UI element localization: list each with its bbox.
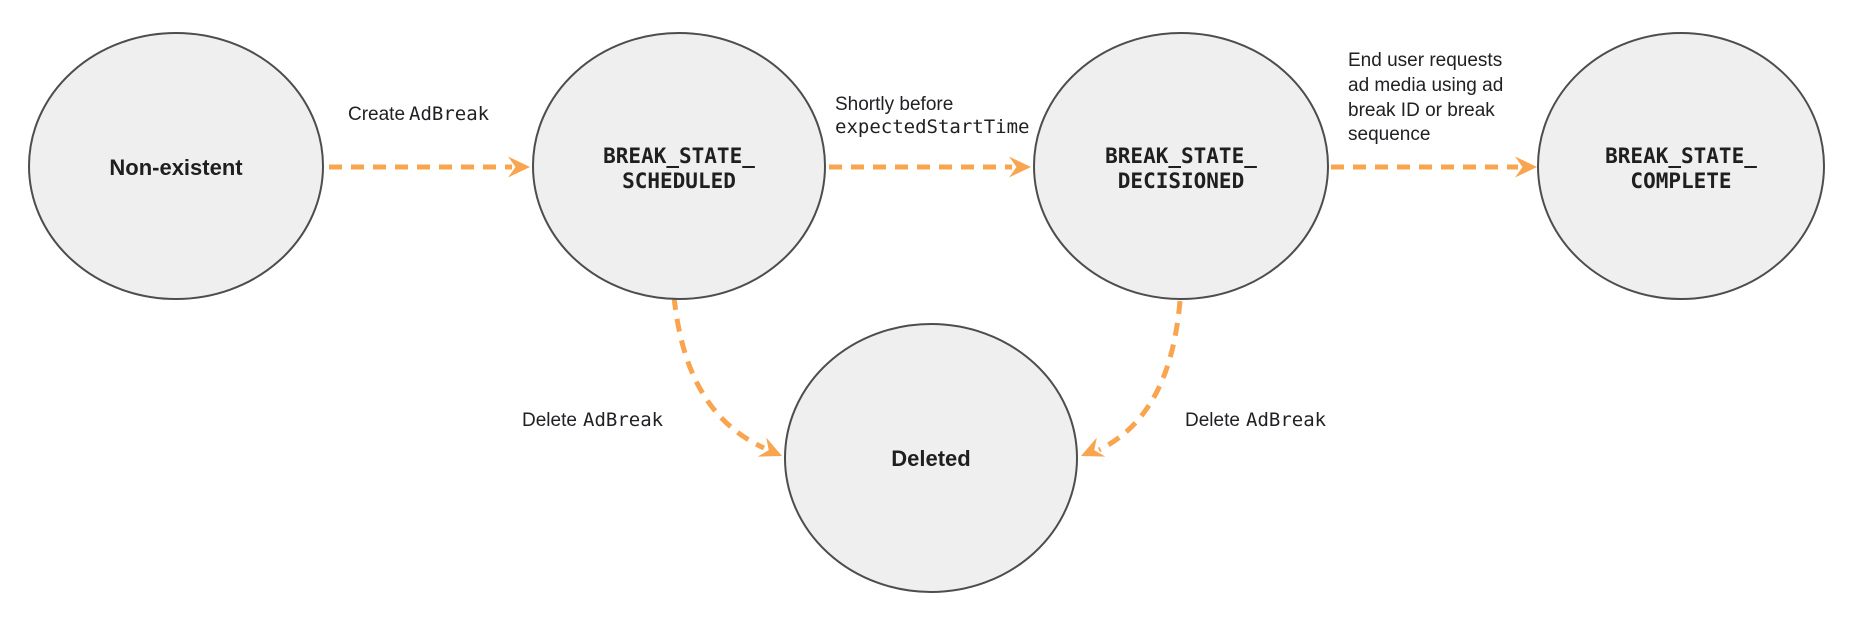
edge-label-delete-adbreak-right: Delete AdBreak bbox=[1185, 409, 1327, 431]
node-break-state-decisioned: BREAK_STATE_ DECISIONED bbox=[1033, 32, 1329, 300]
node-non-existent: Non-existent bbox=[28, 32, 324, 300]
node-break-state-complete-label-line1: BREAK_STATE_ bbox=[1605, 144, 1757, 168]
node-break-state-scheduled-circle bbox=[532, 32, 826, 300]
edge-delete-adbreak-left bbox=[671, 296, 782, 457]
edge-label-enduser-line4: sequence bbox=[1348, 124, 1430, 145]
edge-label-end-user-requests: End user requests ad media using ad brea… bbox=[1348, 50, 1503, 145]
edge-label-enduser-line2: ad media using ad bbox=[1348, 75, 1503, 96]
edge-delete-left-dashed-curve bbox=[671, 296, 766, 451]
edge-delete-adbreak-right bbox=[1081, 300, 1183, 457]
edge-label-create-adbreak: Create AdBreak bbox=[348, 103, 490, 125]
node-non-existent-circle bbox=[28, 32, 324, 300]
edge-label-delete-left-code: AdBreak bbox=[583, 409, 664, 431]
node-break-state-complete-label-line2: COMPLETE bbox=[1630, 169, 1731, 193]
edge-label-delete-adbreak-left: Delete AdBreak bbox=[522, 409, 664, 431]
node-non-existent-label: Non-existent bbox=[109, 155, 243, 180]
edge-create-adbreak bbox=[329, 156, 530, 178]
node-break-state-decisioned-label-line2: DECISIONED bbox=[1118, 169, 1244, 193]
edge-label-shortly-code: expectedStartTime bbox=[835, 116, 1029, 138]
node-deleted-circle bbox=[784, 323, 1078, 593]
node-break-state-scheduled-label-line1: BREAK_STATE_ bbox=[603, 144, 755, 168]
node-break-state-scheduled: BREAK_STATE_ SCHEDULED bbox=[532, 32, 826, 300]
edge-label-enduser-line1: End user requests bbox=[1348, 50, 1502, 71]
edge-label-enduser-line3: break ID or break bbox=[1348, 100, 1495, 121]
node-break-state-scheduled-label-line2: SCHEDULED bbox=[622, 169, 736, 193]
edge-label-shortly-line1: Shortly before bbox=[835, 94, 953, 115]
node-break-state-decisioned-label-line1: BREAK_STATE_ bbox=[1105, 144, 1257, 168]
arrowhead-icon bbox=[508, 156, 530, 178]
edge-end-user-requests bbox=[1331, 156, 1537, 178]
arrowhead-icon bbox=[1081, 437, 1106, 457]
node-break-state-complete-circle bbox=[1537, 32, 1825, 300]
arrowhead-icon bbox=[1009, 156, 1031, 178]
arrowhead-icon bbox=[757, 437, 782, 457]
edge-label-create-code: AdBreak bbox=[409, 103, 490, 125]
node-break-state-decisioned-circle bbox=[1033, 32, 1329, 300]
edge-shortly-before bbox=[829, 156, 1031, 178]
edge-label-shortly-before: Shortly before expectedStartTime bbox=[835, 94, 1029, 138]
edge-delete-right-dashed-curve bbox=[1097, 300, 1183, 453]
arrowhead-icon bbox=[1515, 156, 1537, 178]
node-deleted: Deleted bbox=[784, 323, 1078, 593]
edge-label-delete-right-prefix: Delete bbox=[1185, 410, 1240, 431]
node-deleted-label: Deleted bbox=[891, 446, 970, 471]
edge-label-delete-right-code: AdBreak bbox=[1246, 409, 1327, 431]
edge-label-delete-left-prefix: Delete bbox=[522, 410, 577, 431]
edge-label-create-prefix: Create bbox=[348, 104, 405, 125]
node-break-state-complete: BREAK_STATE_ COMPLETE bbox=[1537, 32, 1825, 300]
